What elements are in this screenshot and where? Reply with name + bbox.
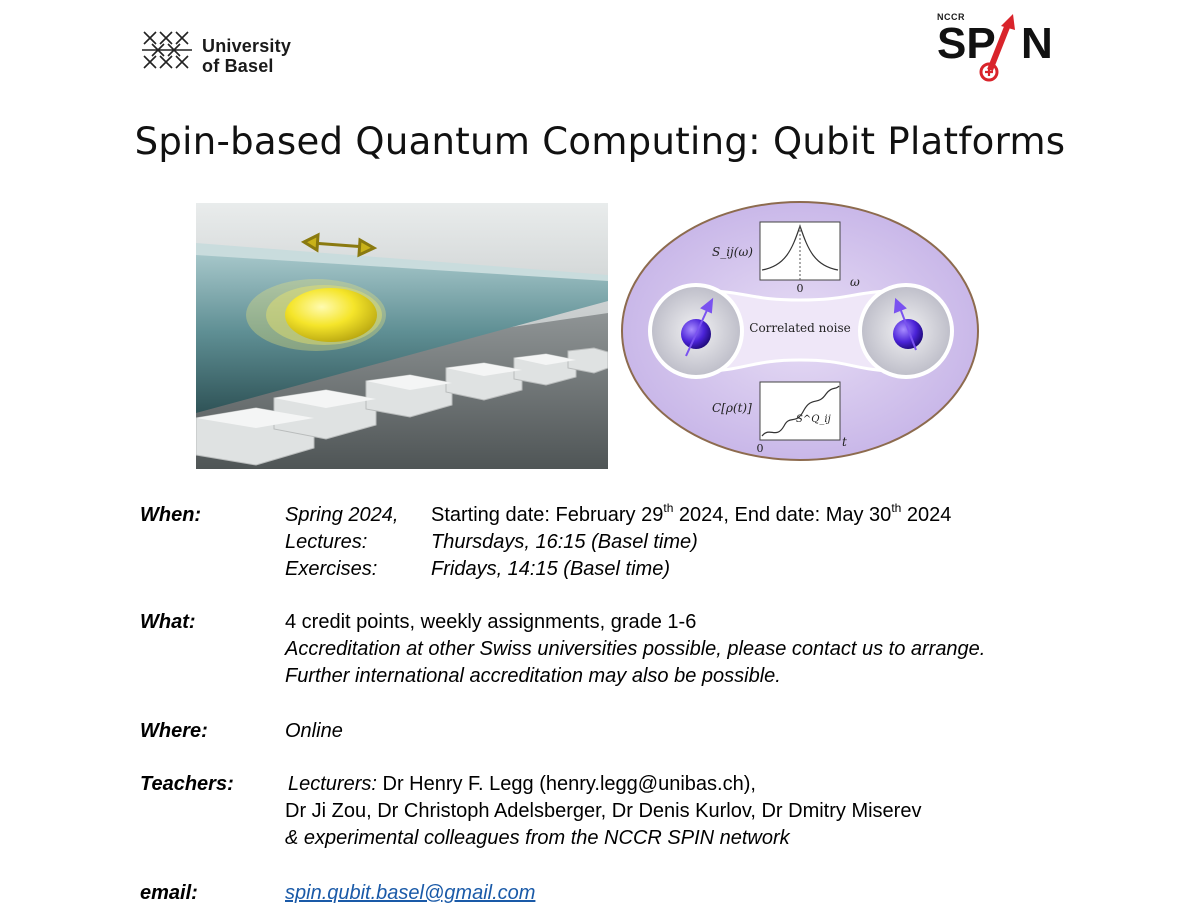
university-of-basel-logo: University of Basel — [140, 22, 300, 78]
spin-wordmark: SP N — [937, 14, 1053, 82]
spectral-axis-label: ω — [850, 275, 860, 289]
start-date-text: Starting date: February 29 — [431, 504, 664, 526]
end-date-suffix: th — [891, 501, 902, 516]
university-name: University of Basel — [202, 36, 291, 76]
university-name-line2: of Basel — [202, 56, 274, 76]
teachers-line1: Lecturers: Dr Henry F. Legg (henry.legg@… — [288, 773, 756, 796]
teachers-line3: & experimental colleagues from the NCCR … — [285, 827, 790, 849]
spectral-zero-tick: 0 — [797, 282, 804, 295]
qubit-device-illustration — [196, 203, 608, 469]
university-name-line1: University — [202, 36, 292, 56]
spin-arrow-icon — [979, 14, 1015, 82]
what-line1: 4 credit points, weekly assignments, gra… — [285, 611, 697, 633]
nccr-spin-logo: NCCR SP N — [935, 12, 1055, 87]
email-row: spin.qubit.basel@gmail.com — [285, 882, 535, 905]
lecturers-prefix: Lecturers: — [288, 773, 377, 795]
sq-inset-label: S^Q_ij — [796, 414, 831, 425]
teachers-label: Teachers: — [140, 773, 234, 795]
spin-tilted-arrow-icon — [893, 297, 917, 351]
lectures-value: Thursdays, 16:15 (Basel time) — [431, 531, 698, 553]
spectral-density-label: S_ij(ω) — [712, 245, 753, 259]
when-label: When: — [140, 504, 202, 526]
svg-text:N: N — [1021, 19, 1053, 68]
start-date-suffix: th — [663, 501, 674, 516]
email-label: email: — [140, 882, 198, 904]
double-arrow-icon — [300, 232, 378, 258]
end-date-text: 2024, End date: May 30 — [673, 504, 892, 526]
bottom-axis-label: t — [842, 435, 847, 449]
correlated-noise-diagram: Correlated noise S_ij(ω) 0 ω C[ρ(t)] S^Q… — [621, 201, 979, 461]
bottom-zero-tick: 0 — [757, 442, 764, 455]
what-label: What: — [140, 611, 196, 633]
svg-text:SP: SP — [937, 19, 996, 68]
page-title: Spin-based Quantum Computing: Qubit Plat… — [134, 120, 1066, 163]
where-value: Online — [285, 720, 343, 742]
email-link[interactable]: spin.qubit.basel@gmail.com — [285, 882, 536, 904]
end-date-year: 2024 — [901, 504, 952, 526]
nccr-label: NCCR — [937, 12, 965, 22]
basel-crosier-emblem-icon — [142, 31, 192, 69]
where-label: Where: — [140, 720, 208, 742]
spin-up-arrow-icon — [685, 297, 714, 357]
what-line3: Further international accreditation may … — [285, 665, 781, 687]
correlated-noise-label: Correlated noise — [749, 321, 850, 335]
concurrence-label: C[ρ(t)] — [712, 401, 752, 415]
teachers-line2: Dr Ji Zou, Dr Christoph Adelsberger, Dr … — [285, 800, 922, 822]
lecturer-name: Dr Henry F. Legg (henry.legg@unibas.ch), — [376, 773, 756, 795]
exercises-label: Exercises: — [285, 558, 378, 580]
what-line2: Accreditation at other Swiss universitie… — [285, 638, 986, 660]
lectures-label: Lectures: — [285, 531, 368, 553]
exercises-value: Fridays, 14:15 (Basel time) — [431, 558, 670, 580]
when-term: Spring 2024, — [285, 504, 399, 526]
when-dates: Starting date: February 29th 2024, End d… — [431, 501, 952, 527]
